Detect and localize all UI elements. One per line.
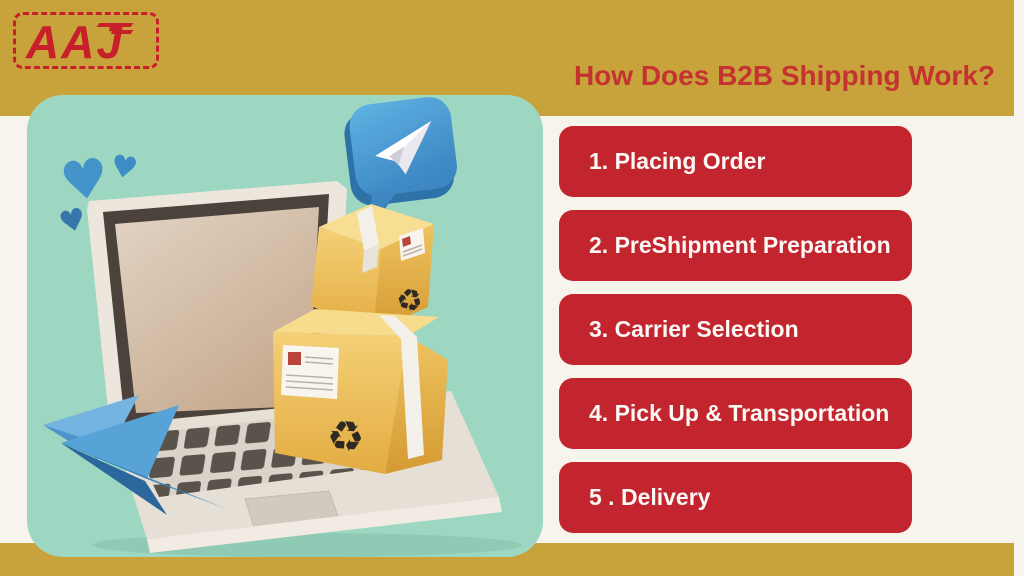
step-item-4: 4. Pick Up & Transportation xyxy=(559,378,912,449)
step-item-2: 2. PreShipment Preparation xyxy=(559,210,912,281)
paper-plane-icon xyxy=(43,395,227,515)
svg-text:♥: ♥ xyxy=(108,148,141,187)
shipping-illustration: ♥ ♥ ♥ xyxy=(43,97,522,557)
step-item-5: 5 . Delivery xyxy=(559,462,912,533)
page-title: How Does B2B Shipping Work? xyxy=(573,60,995,91)
laptop-illustration xyxy=(87,181,502,553)
step-item-3: 3. Carrier Selection xyxy=(559,294,912,365)
shipping-boxes: ♻ ♻ xyxy=(273,204,448,474)
speed-lines-icon xyxy=(96,23,134,34)
step-item-1: 1. Placing Order xyxy=(559,126,912,197)
aaj-logo: AAJ xyxy=(13,12,159,69)
svg-text:♻: ♻ xyxy=(325,411,366,463)
illustration-panel: ♥ ♥ ♥ xyxy=(27,95,543,557)
